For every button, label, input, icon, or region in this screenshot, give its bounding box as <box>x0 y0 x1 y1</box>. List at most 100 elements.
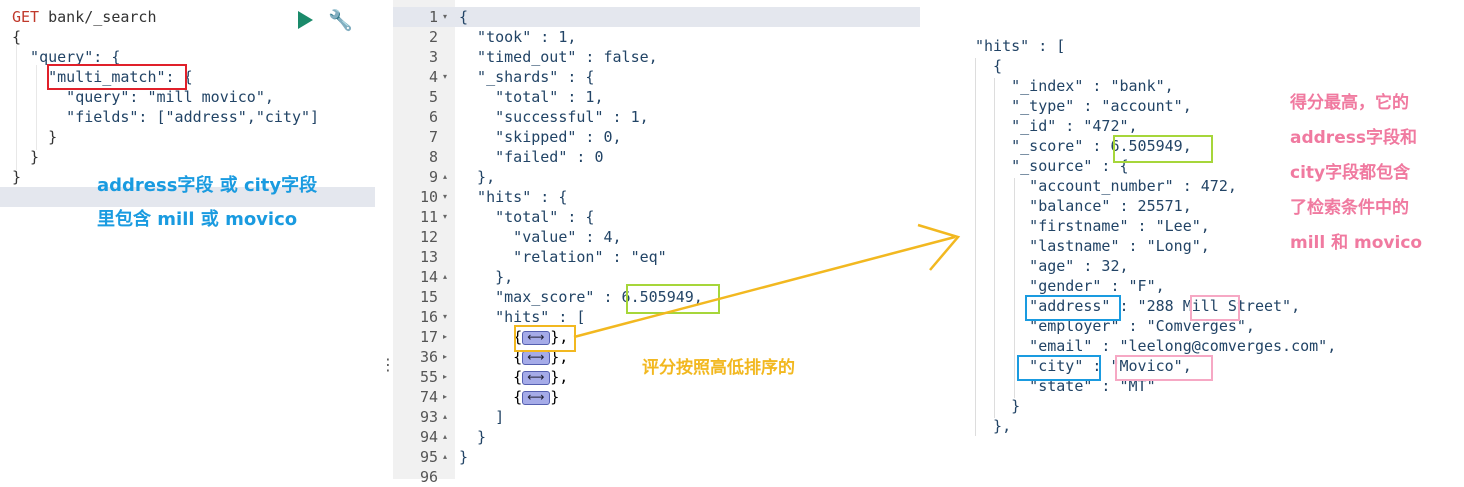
annotation-text: 了检索条件中的 <box>1290 198 1409 218</box>
collapsed-object-toggle[interactable] <box>522 367 551 387</box>
line-number: 17 <box>419 328 438 346</box>
code-line: "fields": ["address","city"] <box>12 108 320 126</box>
fold-toggle-icon[interactable]: ▾ <box>443 312 448 321</box>
code-line: } <box>12 168 22 186</box>
code-line: "multi_match": { <box>12 68 193 86</box>
code-line: "hits" : [ <box>975 37 1066 55</box>
code-line: }, <box>459 268 514 286</box>
code-line: "city" : "Movico", <box>975 357 1192 375</box>
expand-toggle-icon[interactable]: ▸ <box>443 352 448 361</box>
movico-value-highlight-box <box>1115 355 1213 381</box>
line-number-gutter <box>393 0 455 479</box>
address-key-highlight-box <box>1025 295 1121 321</box>
fold-toggle-icon[interactable]: ▾ <box>443 12 448 21</box>
line-number: 3 <box>428 48 438 66</box>
annotation-text: mill 和 movico <box>1290 233 1423 253</box>
collapsed-object-toggle[interactable] <box>522 387 551 407</box>
fold-toggle-icon[interactable]: ▴ <box>443 452 448 461</box>
fold-toggle-icon[interactable]: ▾ <box>443 72 448 81</box>
collapsed-object-toggle[interactable] <box>522 327 551 347</box>
response-viewer <box>393 0 920 479</box>
line-number: 1 <box>428 8 438 26</box>
fold-toggle-icon[interactable]: ▾ <box>443 212 448 221</box>
code-line: "total" : { <box>459 208 595 226</box>
code-line: "_shards" : { <box>459 68 595 86</box>
code-line: "took" : 1, <box>459 28 577 46</box>
code-line: }, <box>975 417 1012 435</box>
line-number: 94 <box>419 428 438 446</box>
code-line: "relation" : "eq" <box>459 248 667 266</box>
code-line: "gender" : "F", <box>975 277 1165 295</box>
code-line: "total" : 1, <box>459 88 604 106</box>
expand-toggle-icon[interactable]: ▸ <box>443 392 448 401</box>
code-line: "hits" : [ <box>459 308 586 326</box>
fold-toggle-icon[interactable]: ▴ <box>443 172 448 181</box>
code-line: { <box>12 28 22 46</box>
code-line: } <box>459 428 487 446</box>
request-path: bank/_search <box>48 8 157 26</box>
annotation-text: city字段都包含 <box>1290 163 1411 183</box>
code-line: { <box>459 8 469 26</box>
annotation-text: 得分最高，它的 <box>1290 93 1409 113</box>
line-number: 6 <box>428 108 438 126</box>
code-line: } <box>975 397 1021 415</box>
line-number: 4 <box>428 68 438 86</box>
code-line: "_source" : { <box>975 157 1129 175</box>
annotation-text: 里包含 mill 或 movico <box>97 209 298 230</box>
code-line: "timed_out" : false, <box>459 48 658 66</box>
code-line: "account_number" : 472, <box>975 177 1237 195</box>
code-line: "skipped" : 0, <box>459 128 622 146</box>
line-number: 9 <box>428 168 438 186</box>
code-line: } <box>12 148 40 166</box>
line-number: 15 <box>419 288 438 306</box>
line-number: 13 <box>419 248 438 266</box>
indent-guide <box>16 45 17 170</box>
play-icon[interactable] <box>298 11 313 29</box>
wrench-icon[interactable]: 🔧 <box>328 8 353 32</box>
fold-toggle-icon[interactable]: ▾ <box>443 192 448 201</box>
code-line: "_index" : "bank", <box>975 77 1174 95</box>
code-line: {}, <box>459 367 568 387</box>
expand-toggle-icon[interactable]: ▸ <box>443 372 448 381</box>
indent-guide <box>1014 178 1015 398</box>
line-number: 2 <box>428 28 438 46</box>
code-line: "email" : "leelong@comverges.com", <box>975 337 1337 355</box>
fold-toggle-icon[interactable]: ▴ <box>443 412 448 421</box>
code-line: "successful" : 1, <box>459 108 649 126</box>
line-number: 36 <box>419 348 438 366</box>
active-line-highlight <box>0 187 375 207</box>
code-line: {}, <box>459 327 568 347</box>
fold-toggle-icon[interactable]: ▴ <box>443 432 448 441</box>
line-number: 7 <box>428 128 438 146</box>
code-line: "query": { <box>12 48 121 66</box>
score-highlight-box <box>1113 135 1213 163</box>
code-line: }, <box>459 168 496 186</box>
line-number: 12 <box>419 228 438 246</box>
code-line: "address" : "288 Mill Street", <box>975 297 1301 315</box>
indent-guide <box>994 78 995 418</box>
code-line: "hits" : { <box>459 188 568 206</box>
code-line: "_score" : 6.505949, <box>975 137 1192 155</box>
line-number: 93 <box>419 408 438 426</box>
code-line: "age" : 32, <box>975 257 1129 275</box>
line-number: 10 <box>419 188 438 206</box>
pane-resize-handle[interactable]: ⋮ <box>380 355 396 374</box>
annotation-text: 评分按照高低排序的 <box>642 358 795 378</box>
code-line: "_id" : "472", <box>975 117 1138 135</box>
line-number: 95 <box>419 448 438 466</box>
expand-toggle-icon[interactable]: ▸ <box>443 332 448 341</box>
code-line: { <box>975 57 1003 75</box>
annotation-text: address字段 或 city字段 <box>97 175 318 196</box>
code-line: "lastname" : "Long", <box>975 237 1210 255</box>
code-line: {} <box>459 387 559 407</box>
indent-guide <box>36 65 37 150</box>
code-line: } <box>12 128 58 146</box>
first-hit-highlight-box <box>514 325 576 352</box>
code-line: ] <box>459 408 505 426</box>
line-number: 16 <box>419 308 438 326</box>
code-line: "max_score" : 6.505949, <box>459 288 703 306</box>
fold-toggle-icon[interactable]: ▴ <box>443 272 448 281</box>
request-editor[interactable]: GET bank/_search 🔧 { "query": { "multi_m… <box>0 0 375 479</box>
